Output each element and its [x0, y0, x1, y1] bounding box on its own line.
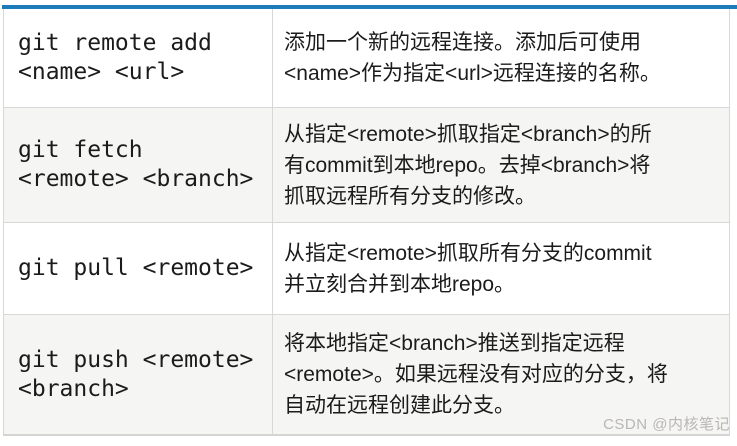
command-cell: git fetch <remote> <branch>: [4, 108, 273, 222]
table-row: git push <remote> <branch> 将本地指定<branch>…: [4, 315, 729, 434]
git-remote-commands-table: git remote add <name> <url> 添加一个新的远程连接。添…: [3, 9, 730, 436]
table-row: git fetch <remote> <branch> 从指定<remote>抓…: [4, 108, 729, 223]
description-cell: 将本地指定<branch>推送到指定远程 <remote>。如果远程没有对应的分…: [284, 332, 668, 417]
description-cell: 从指定<remote>抓取指定<branch>的所 有commit到本地repo…: [284, 122, 652, 208]
csdn-watermark: CSDN @内核笔记: [603, 416, 730, 433]
command-cell: git pull <remote>: [4, 223, 273, 314]
command-cell: git remote add <name> <url>: [4, 9, 273, 107]
top-accent-bar: [2, 5, 737, 9]
description-cell: 添加一个新的远程连接。添加后可使用 <name>作为指定<url>远程连接的名称…: [284, 31, 661, 85]
description-cell: 从指定<remote>抓取所有分支的commit 并立刻合并到本地repo。: [284, 241, 652, 296]
command-cell: git push <remote> <branch>: [4, 315, 273, 434]
table-row: git pull <remote> 从指定<remote>抓取所有分支的comm…: [4, 223, 729, 315]
table-row: git remote add <name> <url> 添加一个新的远程连接。添…: [4, 9, 729, 108]
